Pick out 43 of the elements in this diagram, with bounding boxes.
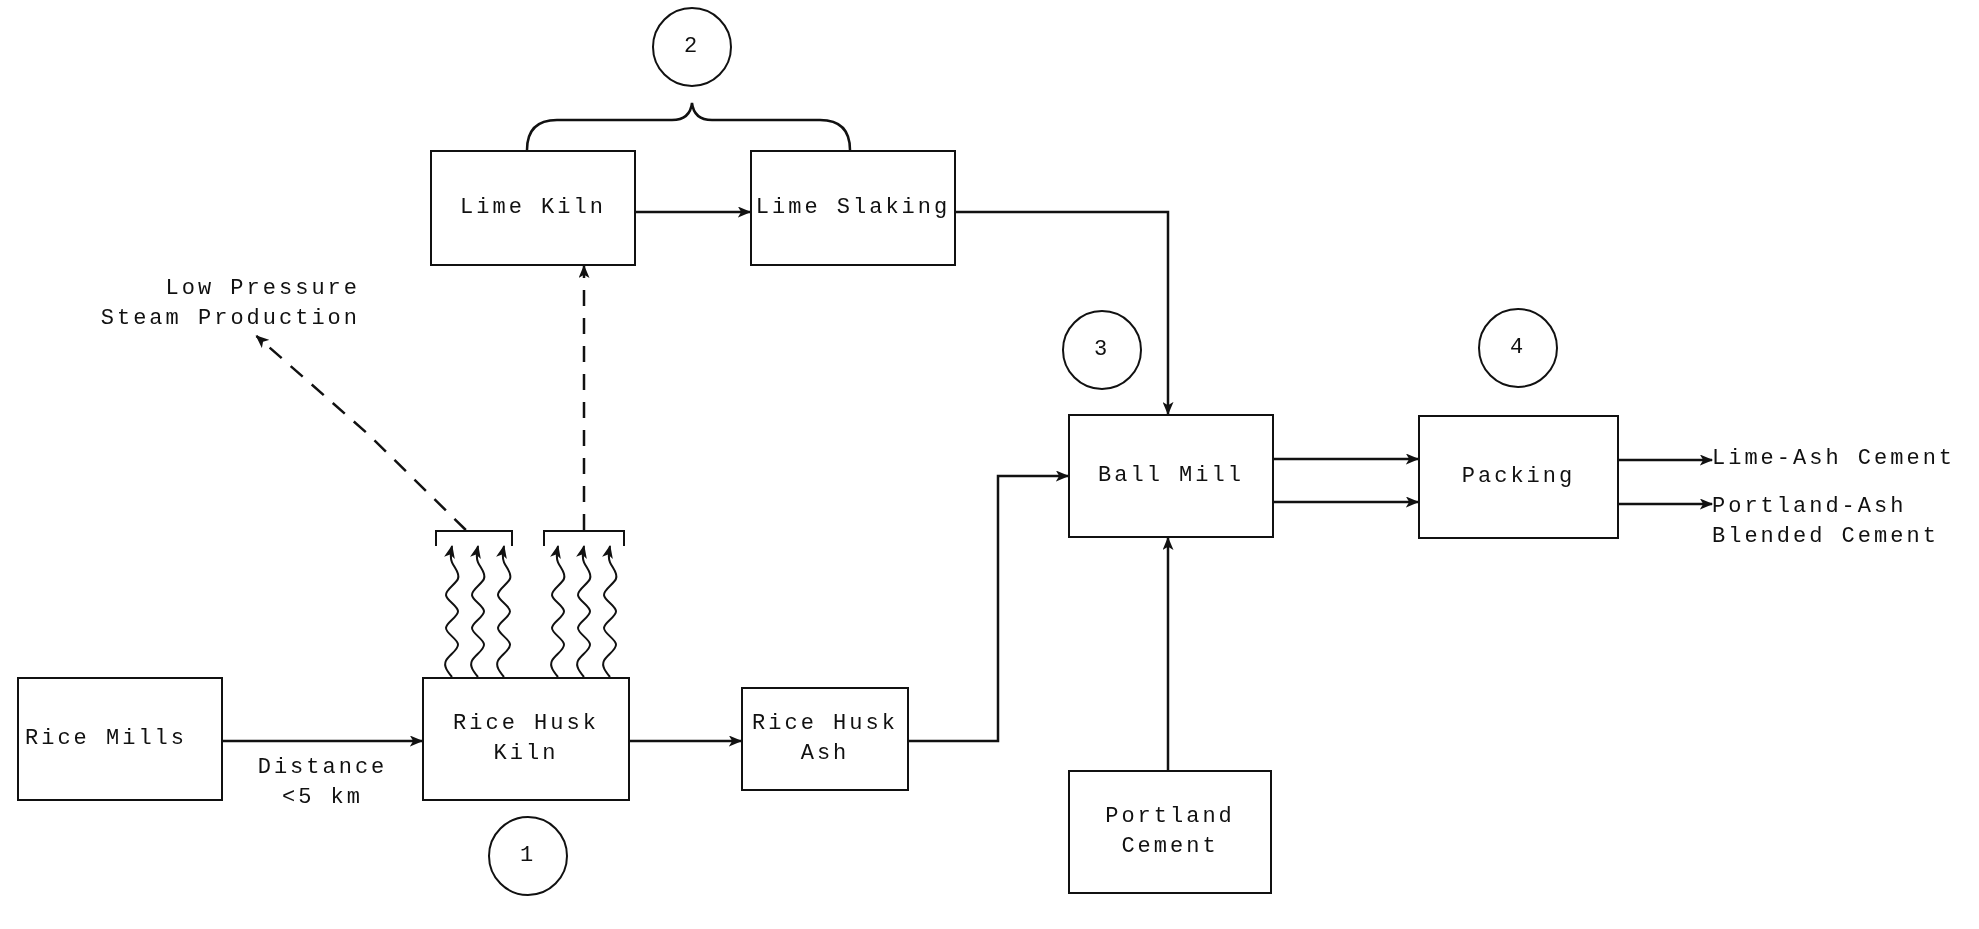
box-label: Ball Mill bbox=[1098, 462, 1244, 491]
process-box bbox=[422, 677, 630, 801]
step-number: 4 bbox=[1509, 334, 1527, 363]
box-label: Packing bbox=[1461, 463, 1576, 492]
arrow bbox=[1274, 496, 1420, 508]
box-label: Lime Kiln bbox=[460, 194, 606, 223]
arrow bbox=[956, 210, 1174, 416]
box-label: Rice Husk Ash bbox=[751, 710, 899, 768]
collector-bracket bbox=[543, 530, 625, 546]
collector-bracket bbox=[435, 530, 513, 546]
arrow bbox=[909, 470, 1070, 743]
wavy-arrow bbox=[576, 544, 592, 678]
arrow bbox=[630, 735, 743, 747]
wavy-arrow bbox=[602, 544, 618, 678]
box-label: Rice Mills bbox=[25, 725, 188, 754]
arrow bbox=[223, 735, 424, 747]
process-box bbox=[430, 150, 636, 266]
arrow bbox=[1619, 454, 1714, 466]
wavy-arrow bbox=[496, 544, 512, 678]
arrow bbox=[1274, 453, 1420, 465]
wavy-arrow bbox=[444, 544, 460, 678]
process-box bbox=[1068, 414, 1274, 538]
process-box bbox=[741, 687, 909, 791]
wavy-arrow bbox=[550, 544, 566, 678]
box-label: Portland Cement bbox=[1104, 803, 1236, 861]
arrow bbox=[636, 206, 752, 218]
box-label: Rice Husk Kiln bbox=[452, 710, 600, 768]
box-label: Lime Slaking bbox=[755, 194, 951, 223]
step-number: 1 bbox=[519, 842, 537, 871]
flow-text: Low Pressure Steam Production bbox=[80, 272, 360, 336]
dashed-arrow bbox=[578, 264, 590, 530]
step-number: 3 bbox=[1093, 336, 1111, 365]
flow-text: Portland-Ash Blended Cement bbox=[1712, 490, 1952, 554]
process-box bbox=[17, 677, 223, 801]
flow-text: Lime-Ash Cement bbox=[1712, 444, 1974, 474]
dashed-arrow bbox=[255, 335, 467, 531]
process-box bbox=[1068, 770, 1272, 894]
process-box bbox=[750, 150, 956, 266]
arrow bbox=[1162, 536, 1174, 770]
step-number: 2 bbox=[683, 33, 701, 62]
arrow bbox=[1619, 498, 1714, 510]
wavy-arrow bbox=[470, 544, 486, 678]
process-box bbox=[1418, 415, 1619, 539]
